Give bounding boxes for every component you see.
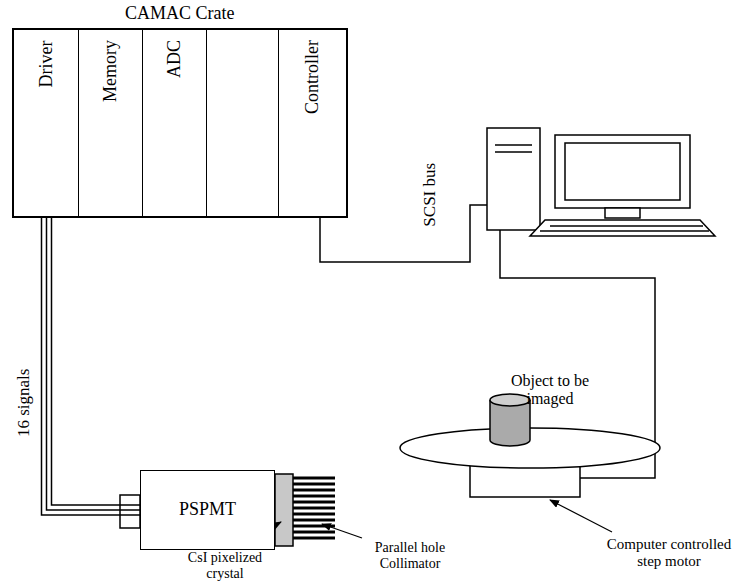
pspmt-box: PSPMT <box>140 470 275 550</box>
module-label: Driver <box>36 40 56 87</box>
controller-module: Controller <box>278 30 346 216</box>
leader-line <box>550 500 612 532</box>
computer-icon <box>487 128 715 236</box>
bus-label: SCSI bus <box>420 163 440 227</box>
leader-line <box>322 524 362 538</box>
crystal-label: CsI pixelized crystal <box>170 550 280 582</box>
turntable <box>400 394 660 497</box>
collimator-label: Parallel hole Collimator <box>360 540 460 572</box>
object-label: Object to be imaged <box>505 372 595 409</box>
module-label: PSPMT <box>179 500 236 520</box>
signal-cable <box>42 216 141 515</box>
memory-module: Memory <box>79 30 143 216</box>
motor-label: Computer controlled step motor <box>598 536 740 571</box>
crate-box: CAMAC CrateDriverMemoryADCController <box>12 28 348 218</box>
module-label: ADC <box>165 40 185 78</box>
crate-title: CAMAC Crate <box>125 4 235 24</box>
module-label: Controller <box>303 40 323 114</box>
module-label: Memory <box>101 40 121 102</box>
adc-module: ADC <box>143 30 207 216</box>
collimator <box>293 478 335 538</box>
cable-label: 16 signals <box>14 369 34 437</box>
driver-module: Driver <box>14 30 79 216</box>
